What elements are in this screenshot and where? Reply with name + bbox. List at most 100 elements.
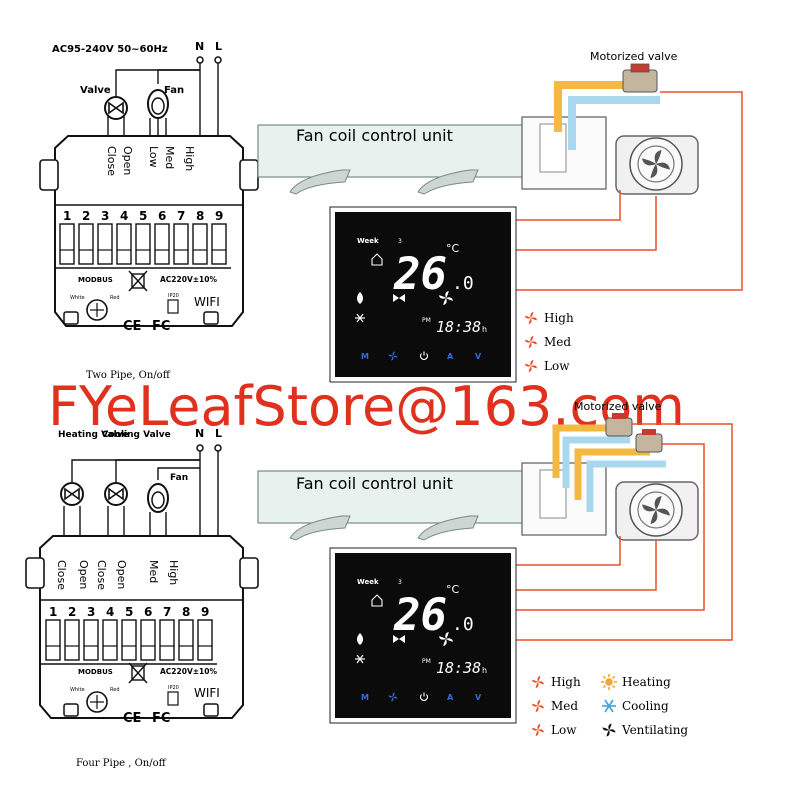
terminal-block <box>64 619 80 661</box>
terminal-number: 1 <box>49 605 57 619</box>
terminal-number: 5 <box>125 605 133 619</box>
terminal-function-label: Open <box>77 560 90 589</box>
terminal-function-label: Close <box>105 146 118 176</box>
legend-item: Heating <box>601 674 671 690</box>
power-button-icon[interactable] <box>419 351 429 360</box>
terminal-block <box>173 223 189 265</box>
legend-item: Med <box>525 335 571 349</box>
fan-coil-label-bottom: Fan coil control unit <box>296 474 453 493</box>
temperature-unit: °C <box>446 242 460 255</box>
terminal-number: 3 <box>87 605 95 619</box>
terminal-block <box>116 223 132 265</box>
device-outline-icon-bottom <box>167 691 179 706</box>
ac-rating-label-bottom: AC220V±10% <box>160 667 217 676</box>
thermostat-button-a[interactable]: A <box>447 352 454 361</box>
terminal-function-label: Low <box>147 146 160 168</box>
terminal-function-label: Close <box>55 560 68 590</box>
legend-label: Cooling <box>622 699 669 713</box>
rs485-connector-icon-bottom <box>86 691 108 713</box>
legend-label: Ventilating <box>621 723 688 737</box>
cooling-valve-icon <box>104 482 128 506</box>
terminal-number: 8 <box>182 605 190 619</box>
clock-time: 18:38 <box>436 318 481 336</box>
terminal-block <box>135 223 151 265</box>
pm-label-bottom: PM <box>422 658 431 665</box>
fan-motor-icon-bottom <box>147 483 169 513</box>
fan-coil-unit-top <box>257 63 698 194</box>
terminal-function-label: Med <box>163 146 176 169</box>
temperature-decimal-bottom: .0 <box>452 614 474 635</box>
base-plate-bottom: MODBUS White Red AC220V±10% IP20 WIFI CE… <box>63 662 220 726</box>
terminal-number: 1 <box>63 209 71 223</box>
legend-label: Med <box>551 699 578 713</box>
terminal-number: 7 <box>163 605 171 619</box>
terminal-function-label: High <box>183 146 196 171</box>
thermostat-button-m[interactable]: M <box>361 693 369 702</box>
fan-speed-icon <box>525 360 537 372</box>
terminal-number: 3 <box>101 209 109 223</box>
motorized-valve-icon-top <box>622 69 658 93</box>
red-wire-label-bottom: Red <box>110 687 120 693</box>
legend-label: High <box>544 311 574 325</box>
clock-suffix: h <box>482 325 487 334</box>
legend-item: Cooling <box>602 699 669 713</box>
orange-wires-bottom <box>516 423 733 641</box>
heating-motorized-valve-icon <box>605 417 633 437</box>
white-wire-label-bottom: White <box>70 687 85 693</box>
terminal-function-label: Med <box>147 560 160 583</box>
bottom-wiring-section: N L Heating Valve Cooling Valve Fan Clos… <box>25 400 733 769</box>
wifi-label: WIFI <box>194 295 220 309</box>
ip-rating-label-bottom: IP20 <box>168 685 179 691</box>
thermostat-button-m[interactable]: M <box>361 352 369 361</box>
terminal-block <box>121 619 137 661</box>
terminal-block <box>59 223 75 265</box>
clock-suffix-bottom: h <box>482 666 487 675</box>
terminal-block <box>97 223 113 265</box>
terminal-number: 6 <box>158 209 166 223</box>
legend-label: Low <box>551 723 577 737</box>
blower-icon-bottom <box>616 482 698 540</box>
terminal-block <box>83 619 99 661</box>
live-label-bottom: L <box>215 427 222 440</box>
terminal-number: 2 <box>82 209 90 223</box>
rs485-connector-icon <box>86 299 108 321</box>
valve-icon <box>104 96 128 120</box>
legend-label: Med <box>544 335 571 349</box>
cooling-motorized-valve-icon <box>635 433 663 453</box>
power-supply-label: AC95-240V 50~60Hz <box>52 44 168 55</box>
legend-item: Med <box>532 699 578 713</box>
flame-icon-bottom <box>357 633 363 645</box>
terminal-block <box>45 619 61 661</box>
terminal-number: 6 <box>144 605 152 619</box>
thermostat-button-a[interactable]: A <box>447 693 454 702</box>
fan-coil-label-top: Fan coil control unit <box>296 126 453 145</box>
blower-icon-top <box>616 136 698 194</box>
ac-rating-label: AC220V±10% <box>160 275 217 284</box>
terminal-block <box>78 223 94 265</box>
home-icon <box>371 253 383 266</box>
flame-icon <box>357 292 363 304</box>
heating-valve-label: Heating Valve <box>58 430 129 440</box>
terminal-function-label: High <box>167 560 180 585</box>
red-wire-label: Red <box>110 295 120 301</box>
motorized-valve-label-bottom: Motorized valve <box>574 400 662 413</box>
thermostat-button-v[interactable]: V <box>475 352 482 361</box>
ce-mark: CE <box>123 319 141 334</box>
week-label: Week <box>357 237 379 245</box>
fan-label: Fan <box>164 85 184 96</box>
thermostat-button-v[interactable]: V <box>475 693 482 702</box>
caption-two-pipe: Two Pipe, On/off <box>86 370 171 381</box>
terminal-number: 5 <box>139 209 147 223</box>
snowflake-icon-bottom <box>355 654 365 664</box>
fan-speed-icon <box>525 312 537 324</box>
terminal-block <box>102 619 118 661</box>
fcc-mark: FC <box>152 319 170 334</box>
modbus-label: MODBUS <box>78 276 113 284</box>
fan-motor-icon <box>147 89 169 119</box>
power-button-icon[interactable] <box>419 692 429 701</box>
